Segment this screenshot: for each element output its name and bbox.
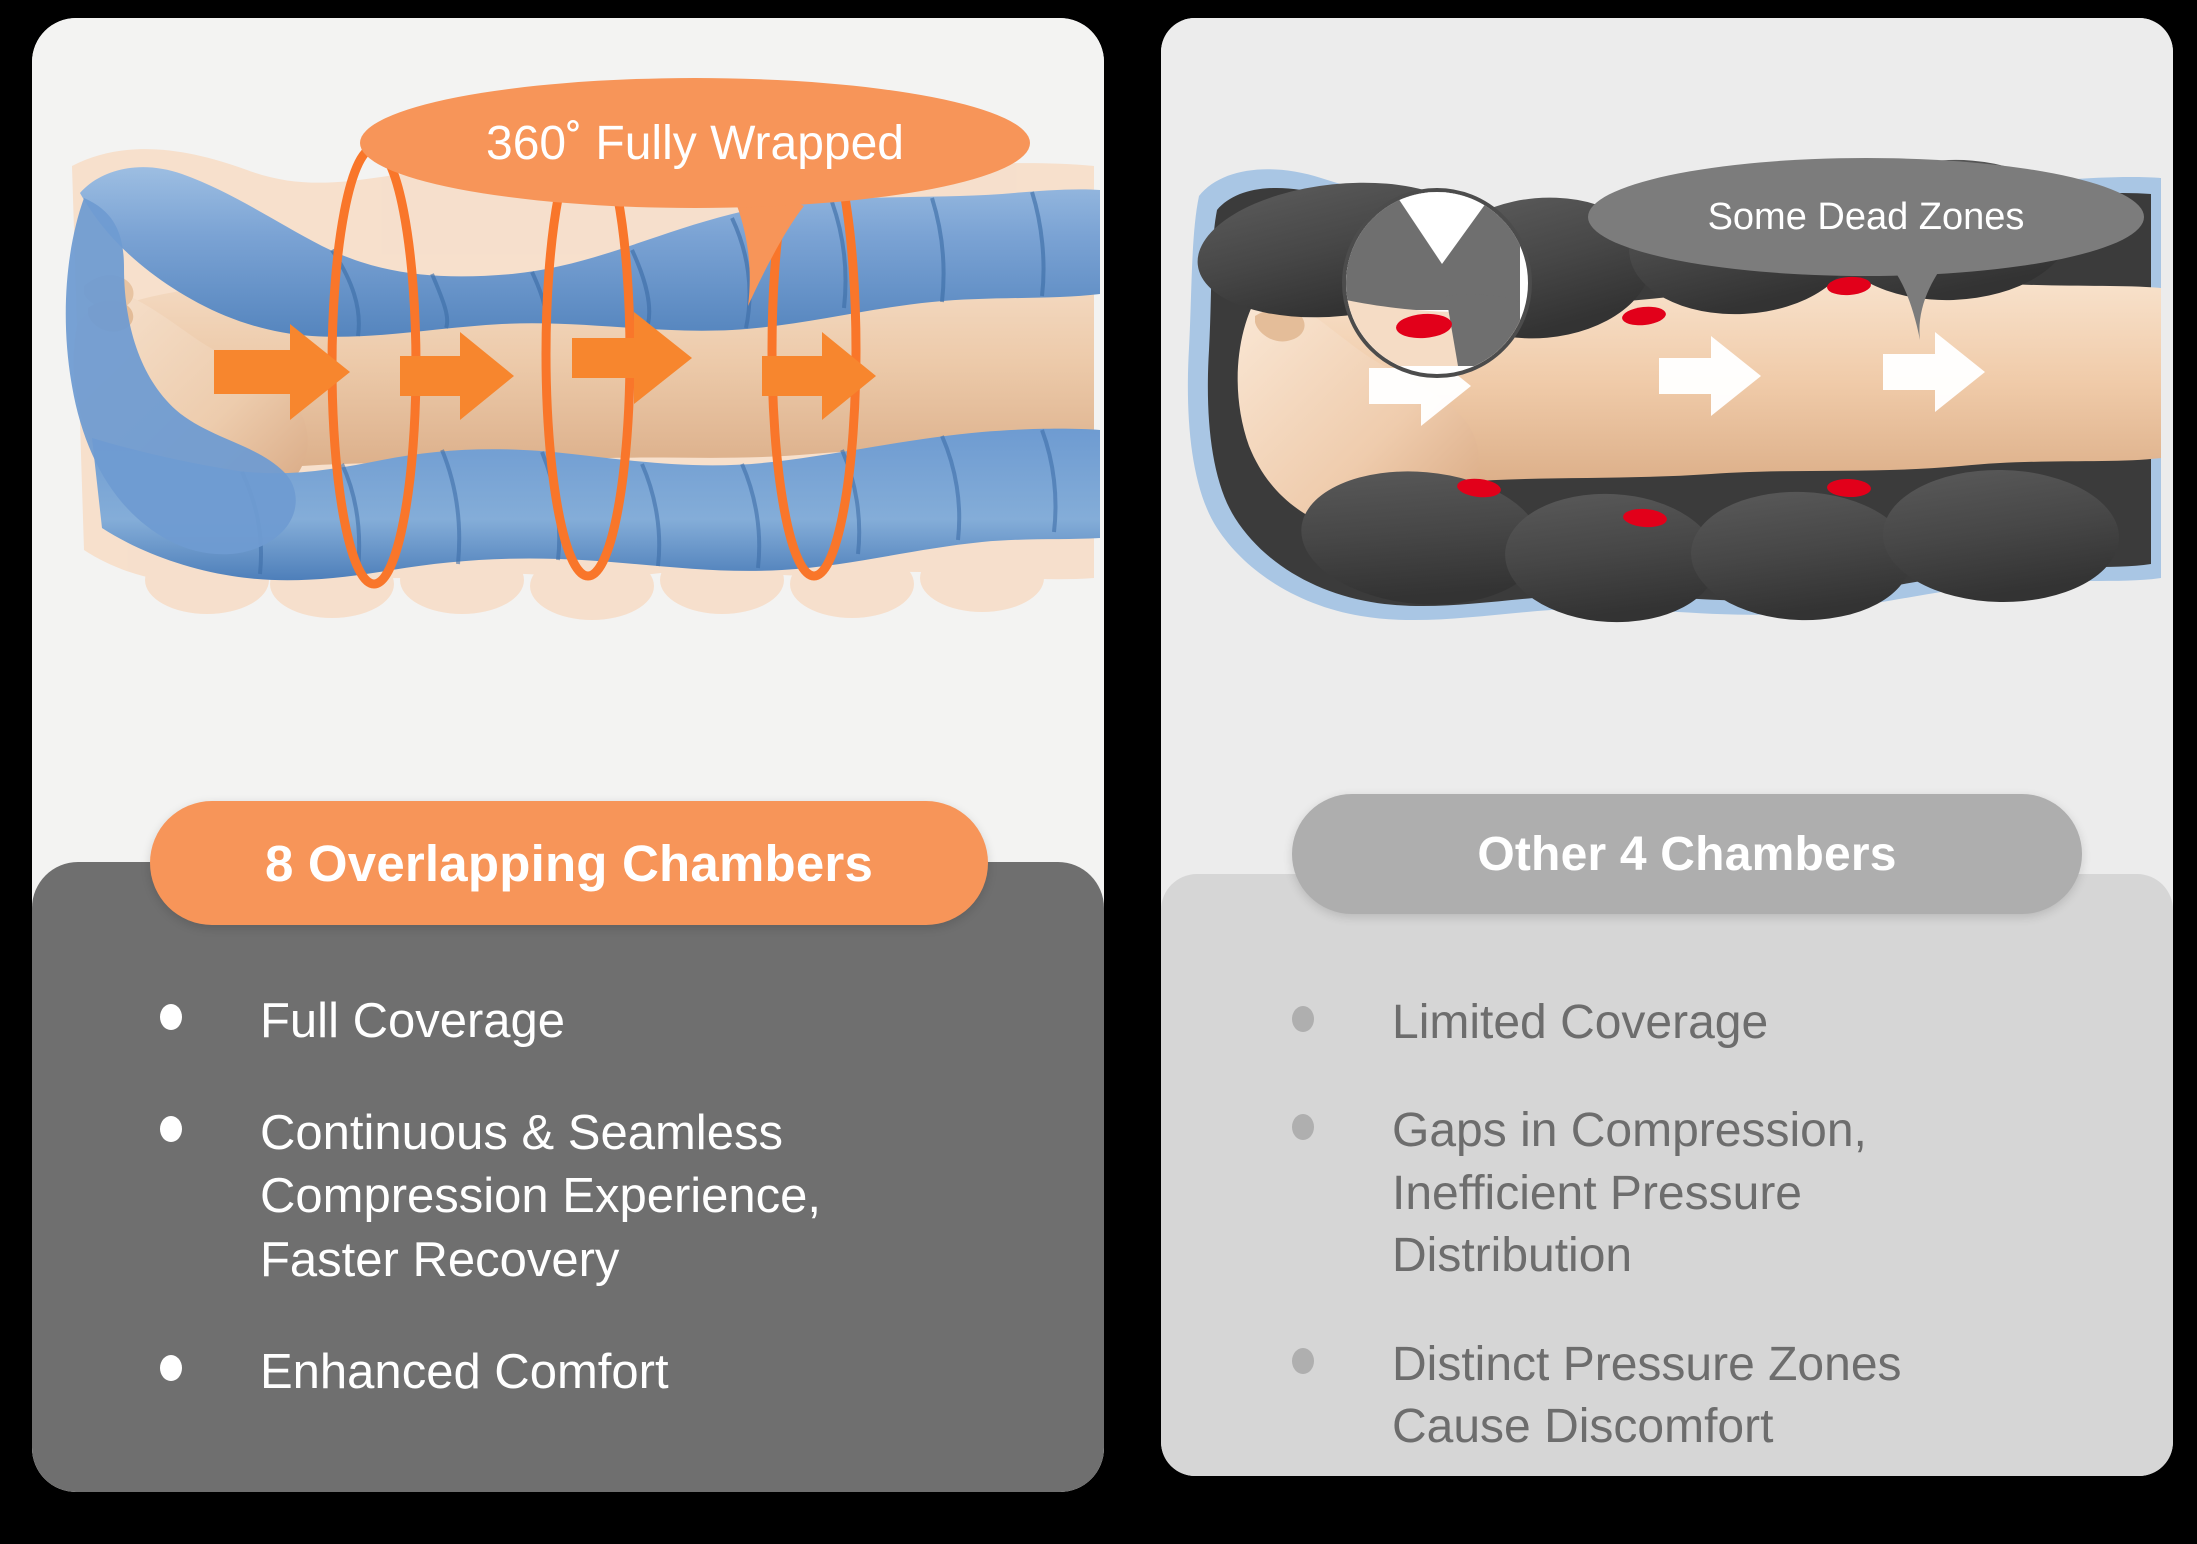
leg-with-gray-chambers-illustration (1161, 18, 2173, 873)
bullet-dot-icon (160, 1115, 182, 1142)
list-item: Limited Coverage (1292, 992, 2052, 1054)
list-item-label: Limited Coverage (1392, 996, 1769, 1049)
dead-zone-magnifier-svg (1346, 192, 1520, 366)
left-title-pill-label: 8 Overlapping Chambers (264, 834, 874, 892)
dead-zone-marks-lower (1457, 478, 1871, 528)
dead-zones-callout-label: Some Dead Zones (1707, 195, 2025, 238)
right-drawback-list: Limited Coverage Gaps in Compression, In… (1292, 992, 2052, 1504)
list-item: Full Coverage (160, 990, 950, 1054)
fully-wrapped-callout: 360˚ Fully Wrapped (360, 78, 1030, 208)
list-item: Distinct Pressure Zones Cause Discomfort (1292, 1334, 2052, 1459)
bullet-dot-icon (1292, 1114, 1314, 1141)
fully-wrapped-callout-label: 360˚ Fully Wrapped (486, 116, 904, 170)
bullet-dot-icon (160, 1004, 182, 1030)
right-title-pill-label: Other 4 Chambers (1477, 827, 1897, 881)
dead-zones-callout: Some Dead Zones (1588, 158, 2144, 276)
right-title-pill: Other 4 Chambers (1292, 794, 2082, 914)
bullet-dot-icon (1292, 1006, 1314, 1032)
magnified-gap (1394, 192, 1494, 264)
list-item-label: Gaps in Compression, Inefficient Pressur… (1392, 1104, 1867, 1283)
flow-arrows (214, 312, 876, 420)
speech-bubble-tail-left (726, 180, 804, 306)
list-item-label: Distinct Pressure Zones Cause Discomfort (1392, 1337, 1902, 1453)
wrap-seams-lower (240, 429, 1058, 575)
dead-zone-magnifier (1342, 188, 1532, 378)
chambers-lower (1301, 469, 2119, 623)
list-item: Continuous & Seamless Compression Experi… (160, 1102, 950, 1293)
left-title-pill: 8 Overlapping Chambers (150, 801, 988, 925)
left-benefit-list: Full Coverage Continuous & Seamless Comp… (160, 990, 950, 1452)
right-feature-panel (1161, 874, 2173, 1476)
list-item-label: Full Coverage (260, 994, 566, 1048)
left-feature-panel (32, 862, 1104, 1492)
list-item-label: Continuous & Seamless Compression Experi… (260, 1105, 822, 1288)
list-item: Gaps in Compression, Inefficient Pressur… (1292, 1100, 2052, 1287)
list-item-label: Enhanced Comfort (260, 1344, 669, 1399)
list-item: Enhanced Comfort (160, 1341, 950, 1405)
bullet-dot-icon (160, 1354, 182, 1381)
wrap-ankle (65, 198, 296, 555)
bullet-dot-icon (1292, 1347, 1314, 1374)
magnified-dead-zone (1396, 313, 1452, 339)
right-illustration-svg (1187, 159, 2161, 623)
